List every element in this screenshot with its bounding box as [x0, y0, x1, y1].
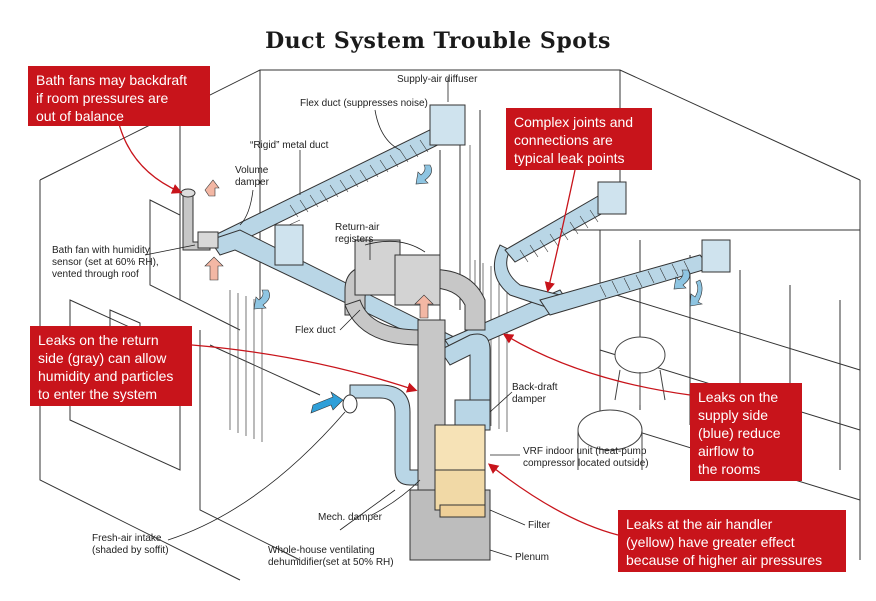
label-fresh-air-intake: Fresh-air intake (shaded by soffit): [92, 533, 169, 556]
label-back-draft-damper: Back-draft damper: [512, 382, 558, 405]
label-return-air-registers: Return-air registers: [335, 222, 380, 245]
diagram-title: Duct System Trouble Spots: [265, 28, 611, 54]
callout-leaders: [117, 119, 691, 536]
label-supply-air-diffuser: Supply-air diffuser: [397, 74, 478, 85]
bath-fan: [180, 188, 219, 251]
label-volume-damper: Volume damper: [235, 165, 269, 188]
callout-complex-joints: Complex joints and connections are typic…: [506, 108, 652, 170]
fresh-air-duct: [342, 384, 431, 486]
label-bath-fan-sensor: Bath fan with humidity sensor (set at 60…: [52, 245, 159, 280]
label-plenum: Plenum: [515, 552, 549, 563]
furniture: [577, 336, 666, 470]
supply-duct-system: [209, 104, 731, 431]
label-filter: Filter: [528, 520, 551, 531]
callout-return-side: Leaks on the return side (gray) can allo…: [30, 326, 192, 406]
ceiling-diffuser-left: [274, 224, 304, 266]
label-dehumidifier: Whole-house ventilating dehumidifier(set…: [268, 545, 394, 568]
callout-bath-fan: Bath fans may backdraft if room pressure…: [28, 66, 210, 126]
airflow-arrows: [204, 164, 703, 414]
label-mech-damper: Mech. damper: [318, 512, 382, 523]
label-rigid-duct: “Rigid” metal duct: [250, 140, 329, 151]
label-flex-duct-noise: Flex duct (suppresses noise): [300, 98, 428, 109]
flex-duct-ribs: [289, 139, 691, 298]
callout-supply-side: Leaks on the supply side (blue) reduce a…: [690, 383, 802, 481]
air-handler: [434, 424, 486, 518]
label-vrf-unit: VRF indoor unit (heat-pump compressor lo…: [523, 446, 649, 469]
label-leaders: [144, 78, 526, 558]
label-flex-duct: Flex duct: [295, 325, 336, 336]
callout-air-handler: Leaks at the air handler (yellow) have g…: [618, 510, 846, 572]
